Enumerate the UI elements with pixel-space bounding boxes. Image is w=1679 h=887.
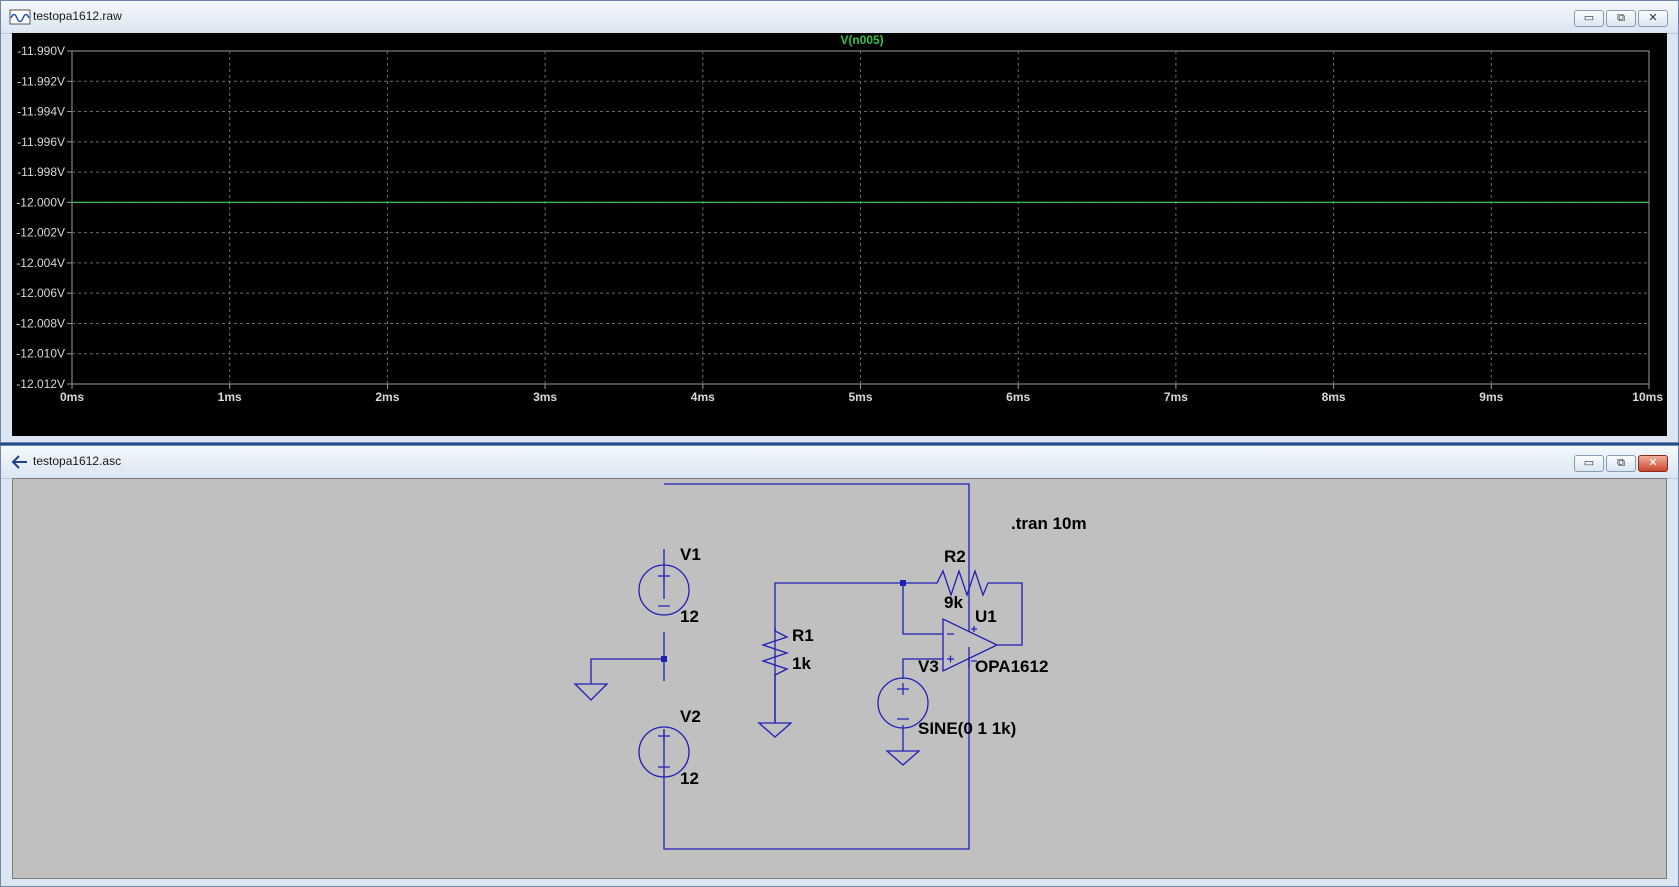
junction-dot [661,656,667,662]
r2-label[interactable]: R2 [944,547,966,566]
v2-source-icon [638,726,690,778]
plus-sign [947,655,954,663]
x-tick-label: 10ms [1632,390,1663,404]
plus-sign [897,683,909,695]
spice-directive[interactable]: .tran 10m [1011,514,1087,533]
close-button[interactable]: ✕ [1638,455,1668,472]
waveform-titlebar[interactable]: testopa1612.raw ▭ ⧉ ✕ [1,1,1678,34]
r2-resistor-icon [903,568,994,598]
x-tick-label: 2ms [375,390,399,404]
plus-sign [658,570,670,582]
minimize-icon: ▭ [1583,12,1595,24]
v1-source-icon [638,564,690,616]
v2-label[interactable]: V2 [680,707,701,726]
restore-button[interactable]: ⧉ [1606,10,1636,27]
x-tick-label: 1ms [218,390,242,404]
x-tick-label: 4ms [691,390,715,404]
v3-label[interactable]: V3 [918,657,939,676]
v3-value[interactable]: SINE(0 1 1k) [918,719,1016,738]
wire-top [664,483,970,577]
waveform-chart[interactable]: V(n005) -11.990V -11.992V -11.994V -11.996V… [12,33,1667,436]
y-tick-label: -12.002V [16,226,65,240]
schematic-canvas[interactable]: .tran 10m V1 12 V2 12 R1 1k R2 9k U1 OPA… [12,478,1667,879]
x-tick-label: 5ms [848,390,872,404]
r1-resistor-icon [760,627,790,681]
v1-label[interactable]: V1 [680,545,701,564]
schematic-app-icon [11,455,27,469]
v3-source-icon [877,677,929,729]
x-tick-label: 8ms [1322,390,1346,404]
restore-button[interactable]: ⧉ [1606,455,1636,472]
y-tick-label: -11.994V [17,105,65,119]
r1-value[interactable]: 1k [792,654,811,673]
waveform-app-icon [9,9,31,25]
schematic-window: testopa1612.asc ▭ ⧉ ✕ [0,445,1679,887]
x-axis-ticks: 0ms 1ms 2ms 3ms 4ms 5ms 6ms 7ms 8ms 9ms 10ms [60,384,1663,404]
close-button[interactable]: ✕ [1638,10,1668,27]
y-tick-label: -12.010V [16,347,65,361]
wire-r1 [774,582,903,723]
schematic-drawing[interactable]: .tran 10m V1 12 V2 12 R1 1k R2 9k U1 OPA… [13,479,1666,878]
trace-label[interactable]: V(n005) [840,33,883,47]
ground-icon [885,750,921,766]
u1-opamp-icon [942,617,999,673]
r2-value[interactable]: 9k [944,593,963,612]
x-tick-label: 7ms [1164,390,1188,404]
u1-value[interactable]: OPA1612 [975,657,1048,676]
y-tick-label: -12.006V [16,286,65,300]
schematic-window-title: testopa1612.asc [33,454,122,468]
ground-icon [757,722,793,738]
y-axis-ticks: -11.990V -11.992V -11.994V -11.996V -11.998V… [16,44,72,391]
schematic-titlebar[interactable]: testopa1612.asc ▭ ⧉ ✕ [1,446,1678,479]
x-tick-label: 0ms [60,390,84,404]
wire-v3-plus [902,658,943,679]
y-tick-label: -12.008V [16,316,65,330]
restore-icon: ⧉ [1617,457,1625,469]
y-tick-label: -11.990V [17,44,65,58]
close-icon: ✕ [1648,12,1658,24]
wire-node-inv [902,583,943,635]
wire-r2-out [994,582,1023,646]
minimize-button[interactable]: ▭ [1574,455,1604,472]
y-tick-label: -12.000V [16,195,65,209]
y-tick-label: -11.992V [17,74,65,88]
waveform-window-title: testopa1612.raw [33,9,122,23]
wire-gnd-branch [590,658,664,684]
minimize-icon: ▭ [1583,457,1595,469]
u1-label[interactable]: U1 [975,607,997,626]
restore-icon: ⧉ [1617,12,1625,24]
x-tick-label: 3ms [533,390,557,404]
wire-v1-return [663,647,970,850]
plus-sign [658,730,670,742]
y-tick-label: -12.004V [16,256,65,270]
v1-value[interactable]: 12 [680,607,699,626]
plus-sign [971,626,977,632]
y-tick-label: -12.012V [16,377,65,391]
v2-value[interactable]: 12 [680,769,699,788]
y-tick-label: -11.996V [17,135,65,149]
x-tick-label: 9ms [1479,390,1503,404]
r1-label[interactable]: R1 [792,626,814,645]
x-tick-label: 6ms [1006,390,1030,404]
chart-grid [71,50,1650,385]
waveform-window: testopa1612.raw ▭ ⧉ ✕ V(n005) -11.990V-1… [0,0,1679,443]
close-icon: ✕ [1648,457,1658,469]
y-tick-label: -11.998V [17,165,65,179]
junction-dot [900,580,906,586]
minimize-button[interactable]: ▭ [1574,10,1604,27]
ground-icon [573,683,609,701]
waveform-plot-pane[interactable]: V(n005) -11.990V -11.992V -11.994V -11.996V… [12,33,1667,436]
